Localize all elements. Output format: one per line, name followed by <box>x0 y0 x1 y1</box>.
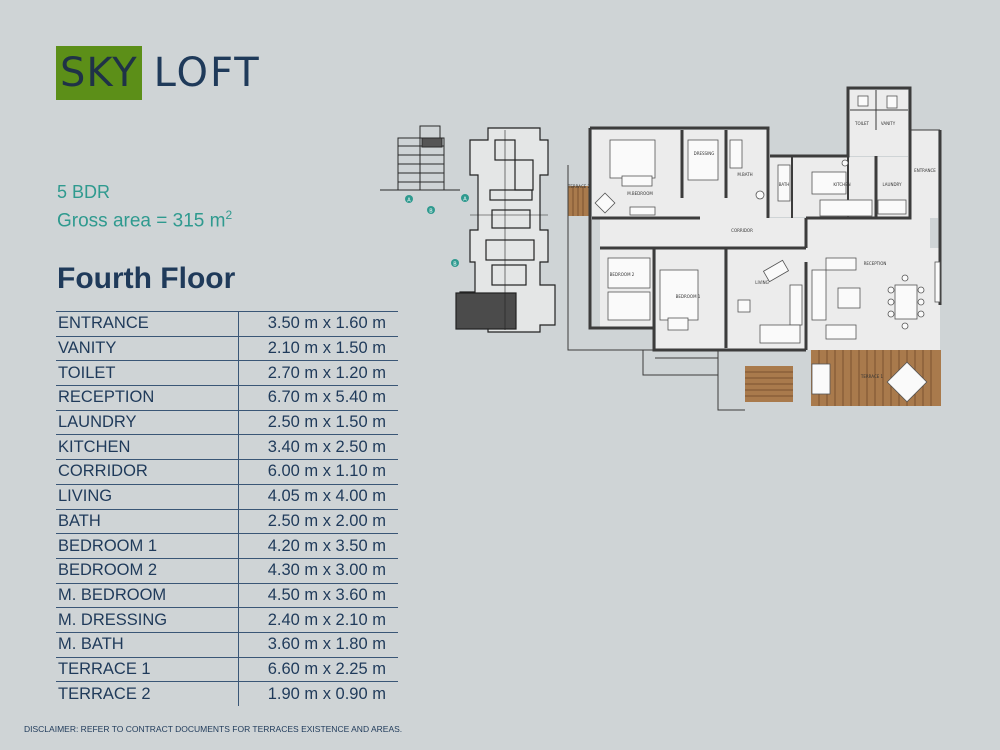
label-terrace-2: TERRACE 2 <box>567 184 591 189</box>
label-toilet: TOILET <box>854 121 870 126</box>
room-row: TERRACE 2 1.90 m x 0.90 m <box>56 681 398 706</box>
main-floor-plan: TOILET VANITY ENTRANCE KITCHEN LAUNDRY B… <box>567 86 942 411</box>
room-size: 6.70 m x 5.40 m <box>238 385 398 411</box>
key-marker-b2: B <box>453 262 457 268</box>
label-vanity: VANITY <box>881 121 896 126</box>
room-size: 6.60 m x 2.25 m <box>238 657 398 683</box>
label-bedroom-1: BEDROOM 1 <box>676 294 701 299</box>
room-name: RECEPTION <box>56 385 239 411</box>
label-m-bath: M.BATH <box>737 172 752 177</box>
label-corridor: CORRIDOR <box>731 228 753 233</box>
room-size: 1.90 m x 0.90 m <box>267 684 386 703</box>
room-name: TOILET <box>56 360 239 387</box>
logo-sky: SKY <box>56 46 142 100</box>
key-plan-building <box>455 127 556 333</box>
key-marker-a1: A <box>407 198 411 204</box>
label-m-bedroom: M.BEDROOM <box>627 191 653 196</box>
gross-area: Gross area = 315 m2 <box>57 208 232 232</box>
room-name: M. DRESSING <box>56 607 239 633</box>
room-name: LAUNDRY <box>56 410 239 436</box>
room-size: 3.40 m x 2.50 m <box>238 434 398 461</box>
room-name: BEDROOM 2 <box>56 558 239 584</box>
room-name: LIVING <box>56 484 239 510</box>
bedroom-count: 5 BDR <box>57 182 111 202</box>
brand-logo: SKY LOFT <box>56 46 261 100</box>
room-name: M. BATH <box>56 632 239 658</box>
label-entrance: ENTRANCE <box>914 168 936 173</box>
key-plan-markers: A B A B <box>405 194 469 268</box>
room-size: 2.50 m x 1.50 m <box>238 410 398 436</box>
label-bedroom-2: BEDROOM 2 <box>610 272 635 277</box>
room-size: 4.30 m x 3.00 m <box>238 558 398 584</box>
room-name: BATH <box>56 509 239 535</box>
key-marker-b1: B <box>429 209 433 215</box>
logo-loft: LOFT <box>153 50 261 96</box>
label-laundry: LAUNDRY <box>882 182 902 187</box>
room-name: BEDROOM 1 <box>56 533 239 559</box>
label-terrace-1: TERRACE 1 <box>860 374 884 379</box>
room-size: 4.50 m x 3.60 m <box>238 583 398 609</box>
room-name: TERRACE 1 <box>56 657 239 683</box>
room-name: M. BEDROOM <box>56 583 239 609</box>
room-size: 3.60 m x 1.80 m <box>238 632 398 658</box>
label-living: LIVING <box>755 280 768 285</box>
room-size: 2.40 m x 2.10 m <box>238 607 398 633</box>
label-reception: RECEPTION <box>864 261 887 266</box>
room-name: CORRIDOR <box>56 459 239 485</box>
key-plan-elevation <box>380 125 460 191</box>
room-size: 3.50 m x 1.60 m <box>238 311 398 337</box>
room-name: TERRACE 2 <box>56 681 239 706</box>
key-marker-a2: A <box>463 197 467 203</box>
floor-title: Fourth Floor <box>57 262 236 295</box>
room-size: 2.50 m x 2.00 m <box>238 509 398 535</box>
gross-area-label: Gross area = 315 m <box>57 210 226 232</box>
room-name: ENTRANCE <box>56 311 239 337</box>
label-kitchen: KITCHEN <box>833 182 850 187</box>
label-dressing: DRESSING <box>694 151 715 156</box>
room-size: 2.10 m x 1.50 m <box>238 336 398 362</box>
room-name: VANITY <box>56 336 239 362</box>
disclaimer: DISCLAIMER: REFER TO CONTRACT DOCUMENTS … <box>24 724 403 734</box>
room-size: 6.00 m x 1.10 m <box>238 459 398 485</box>
room-size: 4.20 m x 3.50 m <box>238 533 398 559</box>
label-bath: BATH <box>779 182 790 187</box>
gross-area-unit-sup: 2 <box>225 208 233 222</box>
room-size: 2.70 m x 1.20 m <box>238 360 398 387</box>
room-name: KITCHEN <box>56 434 239 461</box>
room-size: 4.05 m x 4.00 m <box>238 484 398 510</box>
